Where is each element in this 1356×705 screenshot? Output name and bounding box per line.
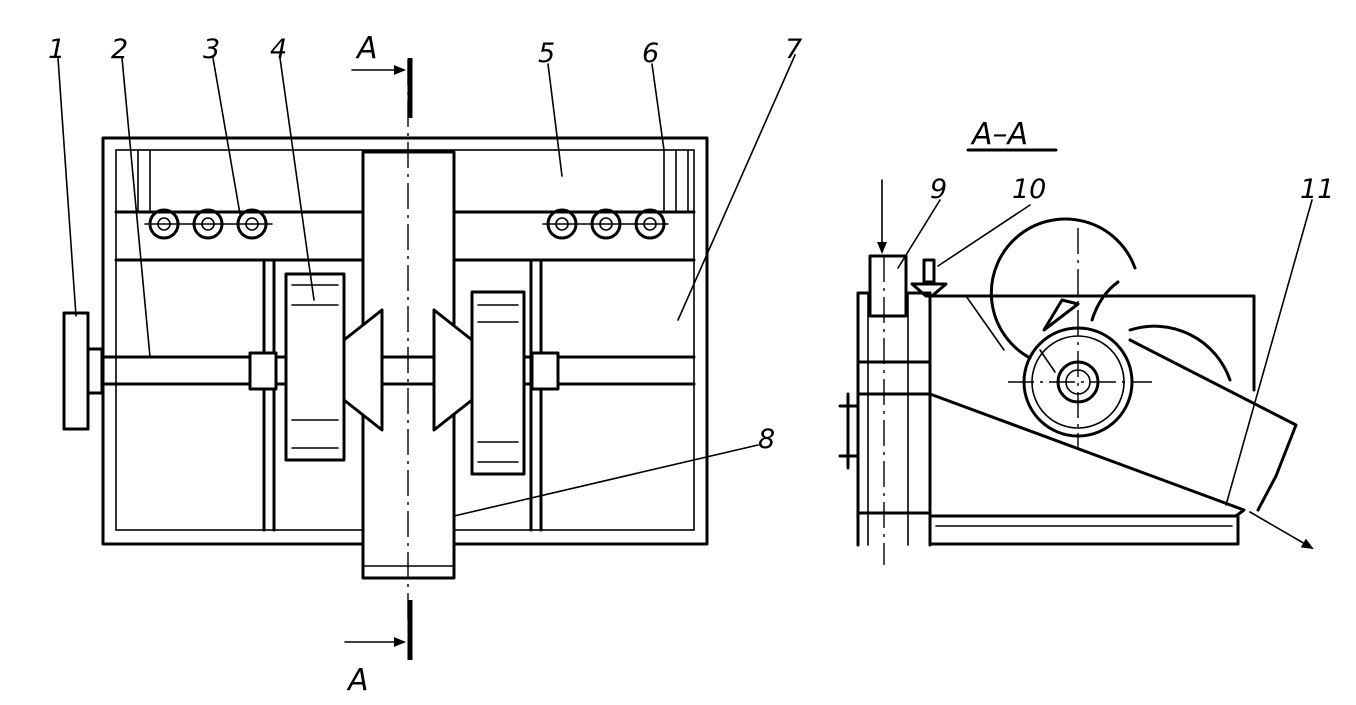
label-3: 3 <box>203 34 220 65</box>
rotor-drum <box>989 217 1232 450</box>
label-2: 2 <box>111 34 128 65</box>
section-mark-bottom: A <box>346 663 369 698</box>
base-plate <box>928 514 1240 546</box>
bearing-right <box>530 351 560 391</box>
rotor-left <box>284 272 384 462</box>
outlet-chute <box>1128 338 1298 512</box>
label-1: 1 <box>48 34 65 65</box>
label-6: 6 <box>642 38 659 69</box>
label-8: 8 <box>758 424 775 455</box>
label-11: 11 <box>1300 174 1334 205</box>
side-frame-column <box>838 291 932 547</box>
bearing-left <box>248 351 278 391</box>
section-title: A–A <box>970 117 1028 152</box>
label-7: 7 <box>785 34 802 65</box>
label-5: 5 <box>538 38 555 69</box>
top-casing <box>928 294 1256 392</box>
handwheel <box>62 311 104 431</box>
label-9: 9 <box>930 174 947 205</box>
label-10: 10 <box>1012 174 1046 205</box>
section-view: A–A <box>838 117 1334 565</box>
main-shaft <box>86 355 696 386</box>
roller-group-left <box>144 208 273 240</box>
roller-group-right <box>542 208 669 240</box>
inclined-bottom <box>928 392 1246 518</box>
rotor-right <box>432 290 526 476</box>
label-4: 4 <box>270 34 287 65</box>
section-mark-top: A <box>355 31 378 66</box>
regulator <box>910 258 948 396</box>
plan-view: A A 1 2 3 4 5 6 7 8 <box>48 31 802 698</box>
